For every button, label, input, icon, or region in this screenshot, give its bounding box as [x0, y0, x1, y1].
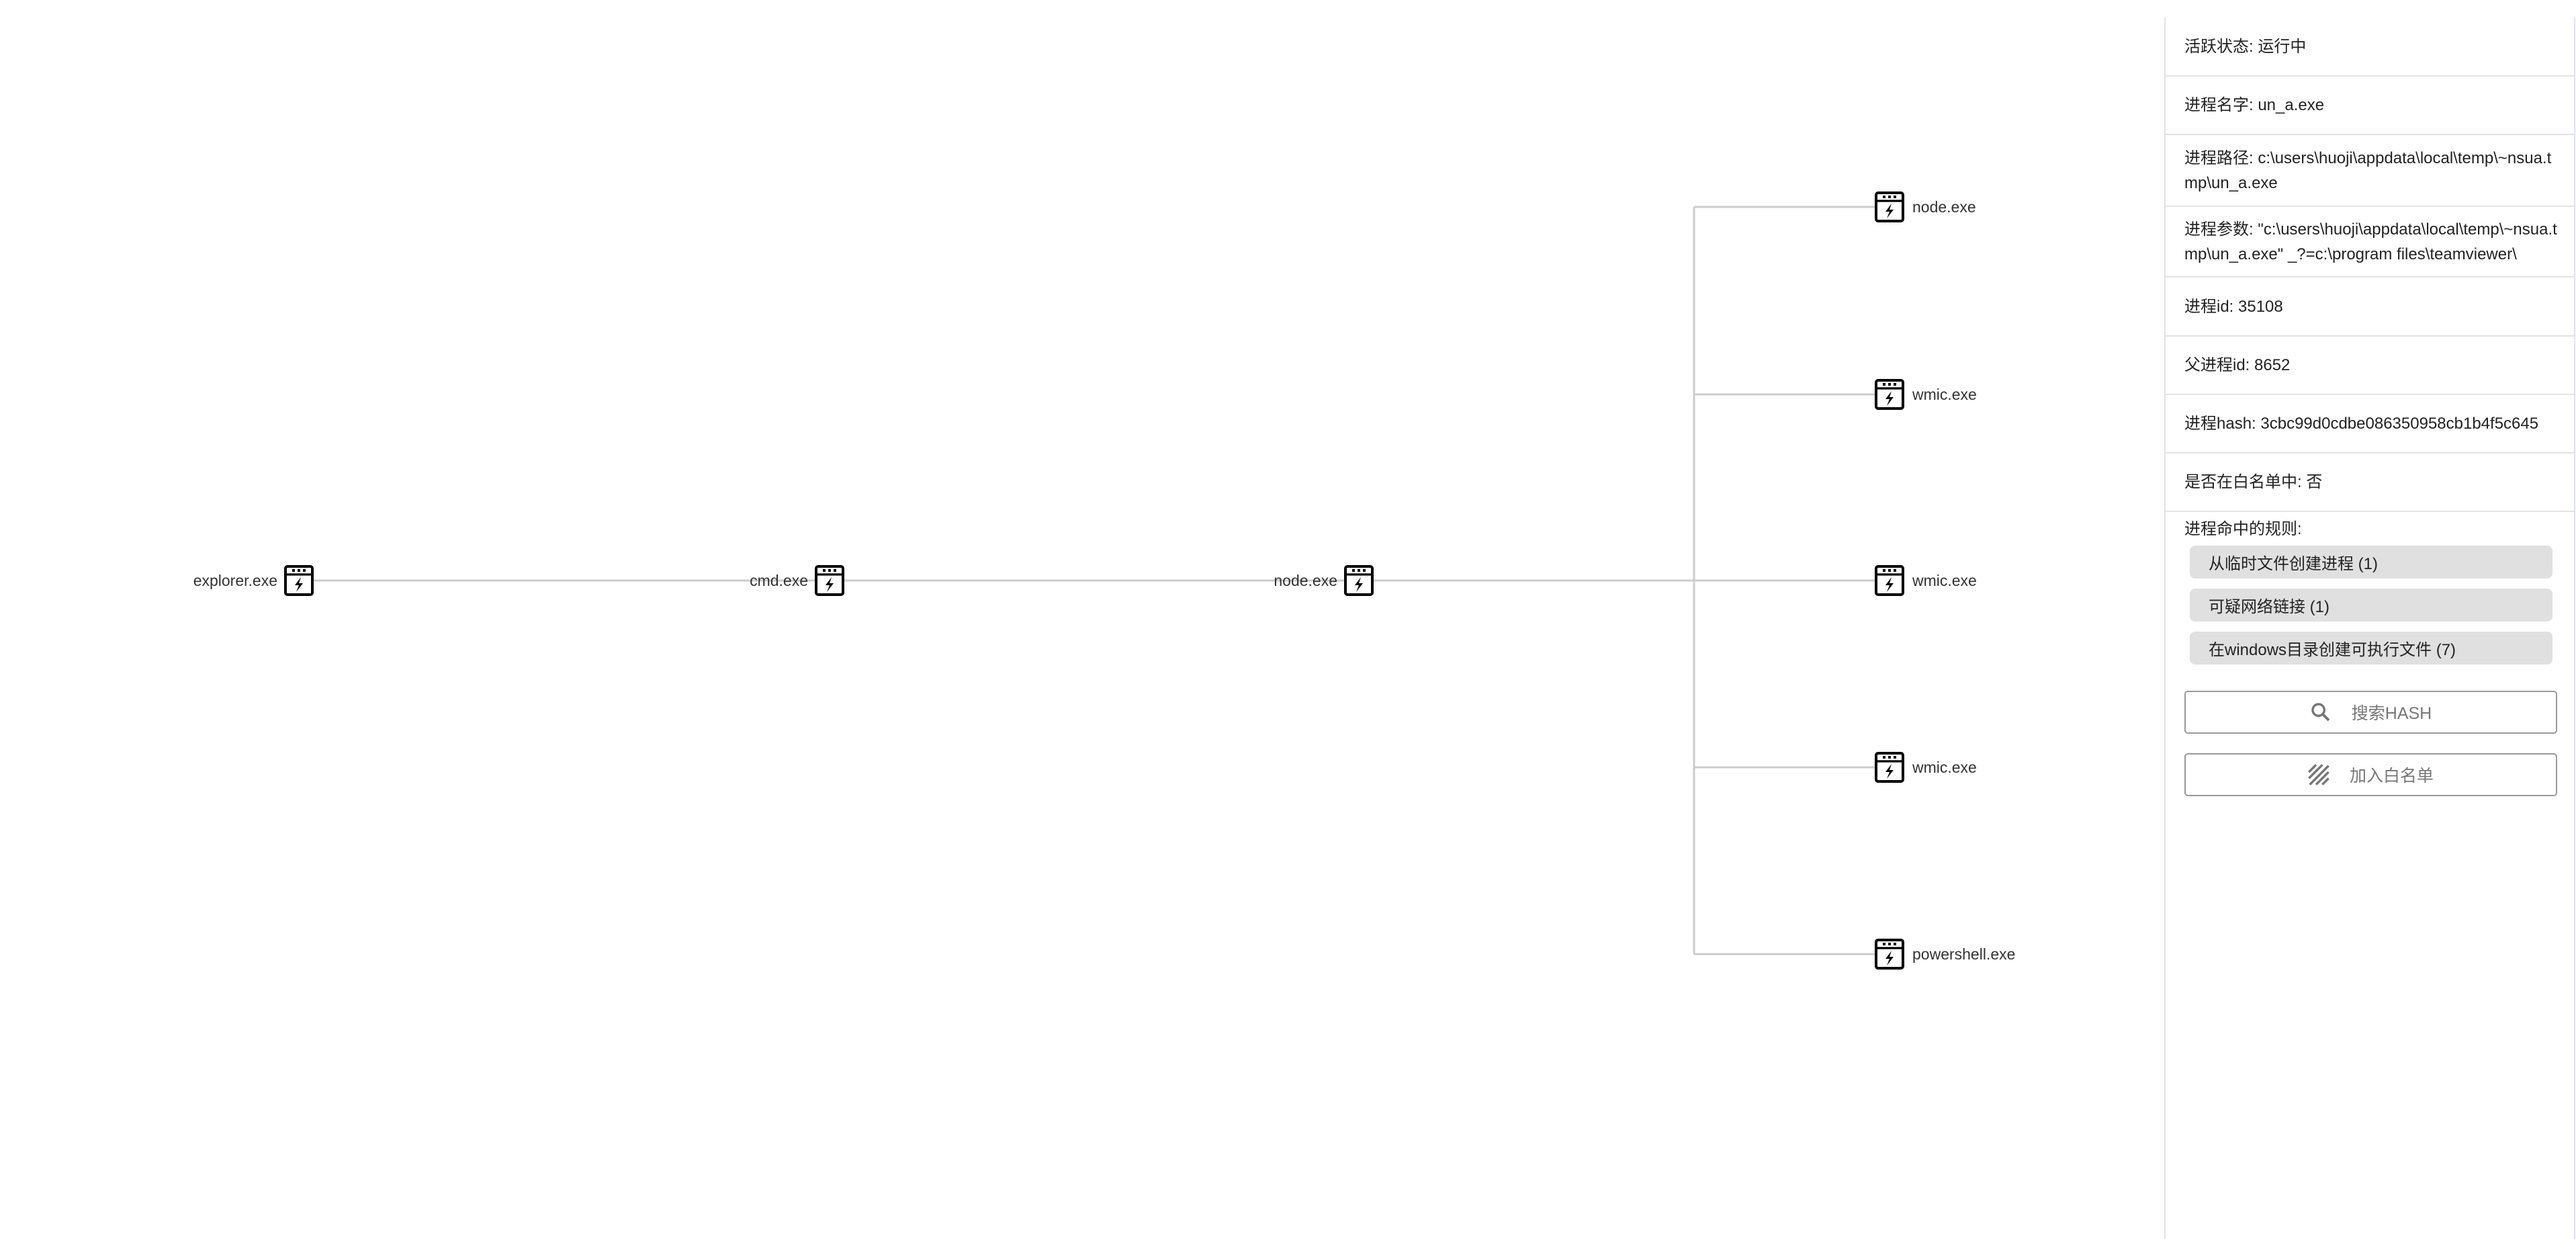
node-label: wmic.exe [1912, 571, 1977, 589]
rule-tag[interactable]: 可疑网络链接 (1) [2190, 589, 2552, 622]
node-label: powershell.exe [1912, 945, 2016, 963]
process-icon [815, 565, 844, 596]
detail-process-args: 进程参数: "c:\users\huoji\appdata\local\temp… [2166, 207, 2574, 277]
tree-child-wmic[interactable]: wmic.exe [1875, 379, 1977, 410]
add-whitelist-label: 加入白名单 [2349, 767, 2434, 785]
process-icon [1875, 752, 1904, 783]
node-label: node.exe [1912, 198, 1976, 216]
search-hash-button[interactable]: 搜索HASH [2184, 691, 2557, 734]
detail-ppid: 父进程id: 8652 [2166, 337, 2574, 395]
rules-section: 进程命中的规则: 从临时文件创建进程 (1) 可疑网络链接 (1) 在windo… [2166, 512, 2574, 665]
detail-pid: 进程id: 35108 [2166, 277, 2574, 337]
node-label: explorer.exe [193, 571, 277, 589]
add-whitelist-button[interactable]: 加入白名单 [2184, 753, 2557, 796]
process-icon [1875, 565, 1904, 596]
node-label: wmic.exe [1912, 758, 1977, 776]
process-details-panel: 活跃状态: 运行中 进程名字: un_a.exe 进程路径: c:\users\… [2164, 17, 2575, 1239]
tree-node-cmd[interactable]: cmd.exe [750, 565, 844, 596]
node-label: wmic.exe [1912, 385, 1977, 403]
tree-child-node[interactable]: node.exe [1875, 191, 1976, 222]
tree-child-wmic[interactable]: wmic.exe [1875, 565, 1977, 596]
detail-whitelisted: 是否在白名单中: 否 [2166, 454, 2574, 512]
process-icon [1875, 191, 1904, 222]
detail-status: 活跃状态: 运行中 [2166, 17, 2574, 77]
tree-child-powershell[interactable]: powershell.exe [1875, 939, 2015, 970]
whitelist-hatch-icon [2308, 764, 2329, 785]
process-icon [284, 565, 314, 596]
detail-hash: 进程hash: 3cbc99d0cdbe086350958cb1b4f5c645 [2166, 395, 2574, 454]
node-label: node.exe [1274, 571, 1337, 589]
rule-tag[interactable]: 从临时文件创建进程 (1) [2190, 546, 2552, 579]
rules-title: 进程命中的规则: [2184, 520, 2302, 538]
process-icon [1344, 565, 1374, 596]
process-icon [1875, 379, 1904, 410]
tree-edges [314, 206, 1875, 955]
tree-child-wmic[interactable]: wmic.exe [1875, 752, 1977, 783]
search-icon [2311, 703, 2330, 722]
detail-process-name: 进程名字: un_a.exe [2166, 77, 2574, 135]
process-icon [1875, 939, 1904, 970]
tree-node-explorer[interactable]: explorer.exe [193, 565, 314, 596]
tree-node-node[interactable]: node.exe [1274, 565, 1374, 596]
detail-process-path: 进程路径: c:\users\huoji\appdata\local\temp\… [2166, 135, 2574, 207]
node-label: cmd.exe [750, 571, 808, 589]
rule-tag[interactable]: 在windows目录创建可执行文件 (7) [2190, 632, 2552, 665]
process-tree: explorer.exe cmd.exe node.exe node.exe w… [193, 191, 2015, 970]
search-hash-label: 搜索HASH [2351, 704, 2432, 723]
